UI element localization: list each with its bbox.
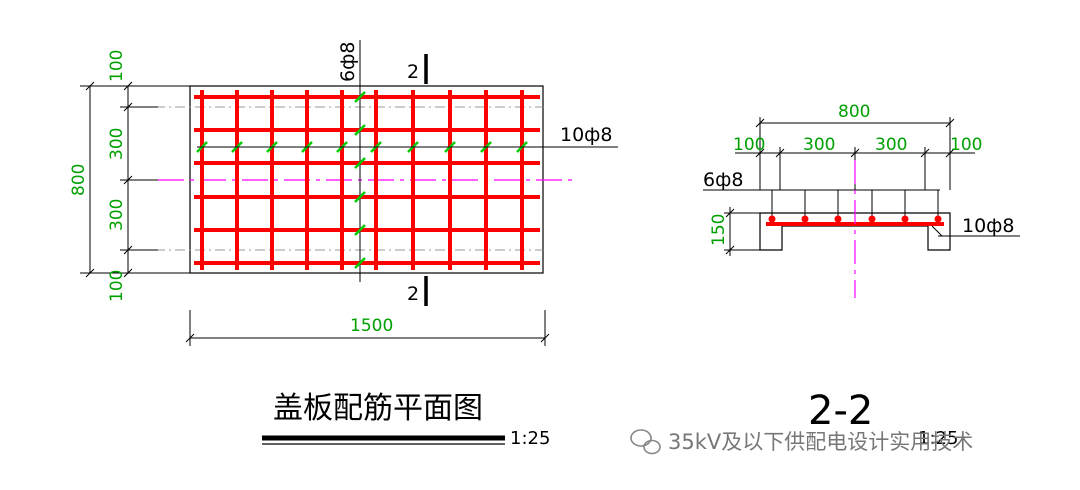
plan-title: 盖板配筋平面图 bbox=[273, 391, 483, 426]
section-scale: 1:25 bbox=[918, 428, 958, 449]
plan-view: 10ф8 6ф8 2 2 800 bbox=[69, 40, 618, 449]
tick-mark bbox=[354, 91, 366, 103]
section-main-label: 10ф8 bbox=[962, 215, 1015, 237]
section-mark-label: 2 bbox=[407, 61, 419, 83]
section-sub-label: 300 bbox=[803, 135, 835, 155]
dist-bar-label: 6ф8 bbox=[337, 42, 359, 82]
section-thickness-dim bbox=[724, 207, 760, 256]
tick-mark bbox=[354, 191, 366, 203]
watermark-text: 35kV及以下供配电设计实用技术 bbox=[668, 430, 973, 454]
dim-tick bbox=[123, 245, 133, 255]
section-mark-top: 2 bbox=[407, 54, 428, 84]
section-thickness-label: 150 bbox=[709, 214, 729, 246]
section-sub-label: 300 bbox=[875, 135, 907, 155]
tick-mark bbox=[354, 124, 366, 136]
bar-dot bbox=[801, 215, 809, 223]
section-dist-label: 6ф8 bbox=[703, 169, 743, 191]
section-title: 2-2 bbox=[808, 388, 873, 434]
dim-tick bbox=[920, 148, 930, 158]
left-dim-label: 300 bbox=[107, 128, 127, 160]
dim-tick bbox=[123, 81, 133, 91]
section-sub-label: 100 bbox=[733, 135, 765, 155]
section-bar-dots bbox=[768, 215, 942, 223]
plan-bottom-dimension bbox=[185, 310, 550, 346]
bar-dot bbox=[768, 215, 776, 223]
left-dim-label: 300 bbox=[107, 199, 127, 231]
dim-tick bbox=[755, 118, 765, 128]
plan-scale: 1:25 bbox=[510, 428, 550, 449]
left-dim-label: 100 bbox=[107, 50, 127, 82]
section-mark-label: 2 bbox=[407, 283, 419, 305]
dim-tick bbox=[123, 102, 133, 112]
dim-tick bbox=[85, 81, 95, 91]
dim-tick bbox=[945, 118, 955, 128]
plan-horizontal-bars bbox=[194, 95, 540, 265]
dim-tick bbox=[755, 148, 765, 158]
plan-vertical-bars bbox=[200, 90, 524, 270]
main-bar-label: 10ф8 bbox=[560, 124, 613, 146]
bar-dot bbox=[834, 215, 842, 223]
dim-tick bbox=[540, 333, 550, 343]
bar-dot bbox=[868, 215, 876, 223]
left-dim-label: 100 bbox=[107, 270, 127, 302]
section-width-label: 800 bbox=[838, 102, 870, 122]
plan-section-ticks bbox=[354, 91, 366, 269]
tick-mark bbox=[354, 257, 366, 269]
tick-mark bbox=[354, 224, 366, 236]
bar-dot bbox=[934, 215, 942, 223]
section-mark-bottom: 2 bbox=[407, 276, 428, 306]
height-dim-label: 800 bbox=[69, 164, 89, 196]
dim-tick bbox=[123, 175, 133, 185]
wechat-icon bbox=[630, 429, 661, 455]
width-dim-label: 1500 bbox=[350, 316, 393, 336]
dim-tick bbox=[185, 333, 195, 343]
section-sub-label: 100 bbox=[950, 135, 982, 155]
bar-dot bbox=[901, 215, 909, 223]
dim-tick bbox=[725, 245, 735, 255]
watermark: 35kV及以下供配电设计实用技术 bbox=[630, 429, 973, 455]
dim-tick bbox=[775, 148, 785, 158]
dim-tick bbox=[123, 268, 133, 278]
dim-tick bbox=[850, 148, 860, 158]
tick-mark bbox=[354, 157, 366, 169]
dim-tick bbox=[85, 268, 95, 278]
section-main-leader-diag bbox=[931, 225, 943, 237]
dim-tick bbox=[945, 148, 955, 158]
plan-left-dimensions bbox=[80, 81, 190, 278]
dim-tick bbox=[725, 208, 735, 218]
section-view: 800 100 300 300 100 6ф8 bbox=[703, 102, 1020, 449]
